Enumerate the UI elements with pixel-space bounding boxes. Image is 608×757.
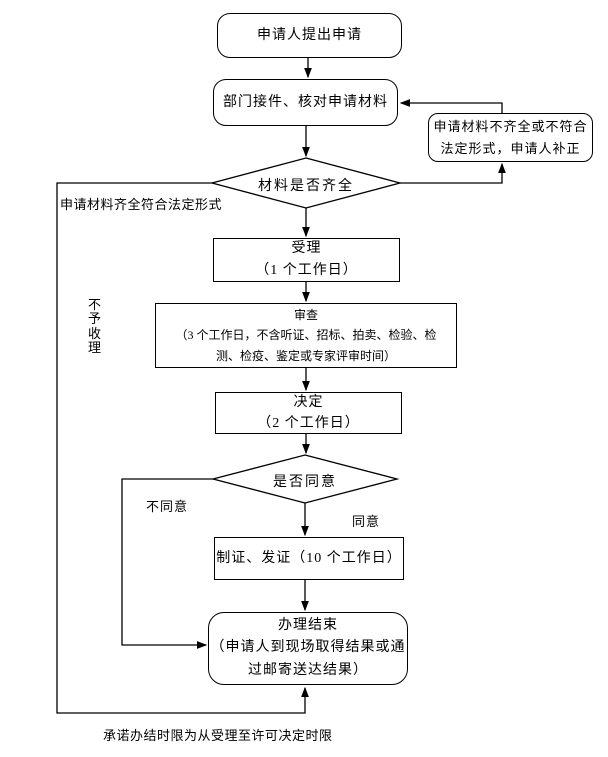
edge-label-agree: 同意 (352, 514, 381, 529)
decision-agree-diamond (210, 454, 400, 504)
node-decide: 决定 （2 个工作日） (215, 392, 402, 434)
edge-materials-left-to-end-bottom (56, 182, 309, 714)
node-review: 审查 （3 个工作日，不含听证、招标、拍卖、检验、检 测、检疫、鉴定或专家评审时… (155, 303, 457, 368)
node-issue-certificate: 制证、发证（10 个工作日） (214, 537, 404, 580)
node-start: 申请人提出申请 (217, 13, 402, 58)
node-end: 办理结束 （申请人到现场取得结果或通 过邮寄送达结果） (208, 612, 408, 685)
decision-materials-diamond (209, 157, 403, 209)
edge-label-not-accepted: 不予收理 (87, 297, 101, 355)
decision-materials-label: 材料是否齐全 (258, 179, 354, 194)
footnote-time-limit: 承诺办结时限为从受理至许可决定时限 (103, 728, 333, 743)
edge-label-disagree: 不同意 (146, 499, 189, 514)
node-supplement-materials: 申请材料不齐全或不符合 法定形式，申请人补正 (428, 113, 593, 162)
edge-agree-disagree-to-end (121, 478, 213, 649)
edge-label-materials-complete: 申请材料齐全符合法定形式 (60, 197, 223, 212)
edge-materials-to-supplement (400, 162, 506, 184)
node-accept: 受理 （1 个工作日） (213, 238, 400, 282)
decision-agree-label: 是否同意 (273, 475, 337, 490)
edge-supplement-to-receive (399, 99, 503, 113)
node-receive-materials: 部门接件、核对申请材料 (213, 79, 398, 126)
